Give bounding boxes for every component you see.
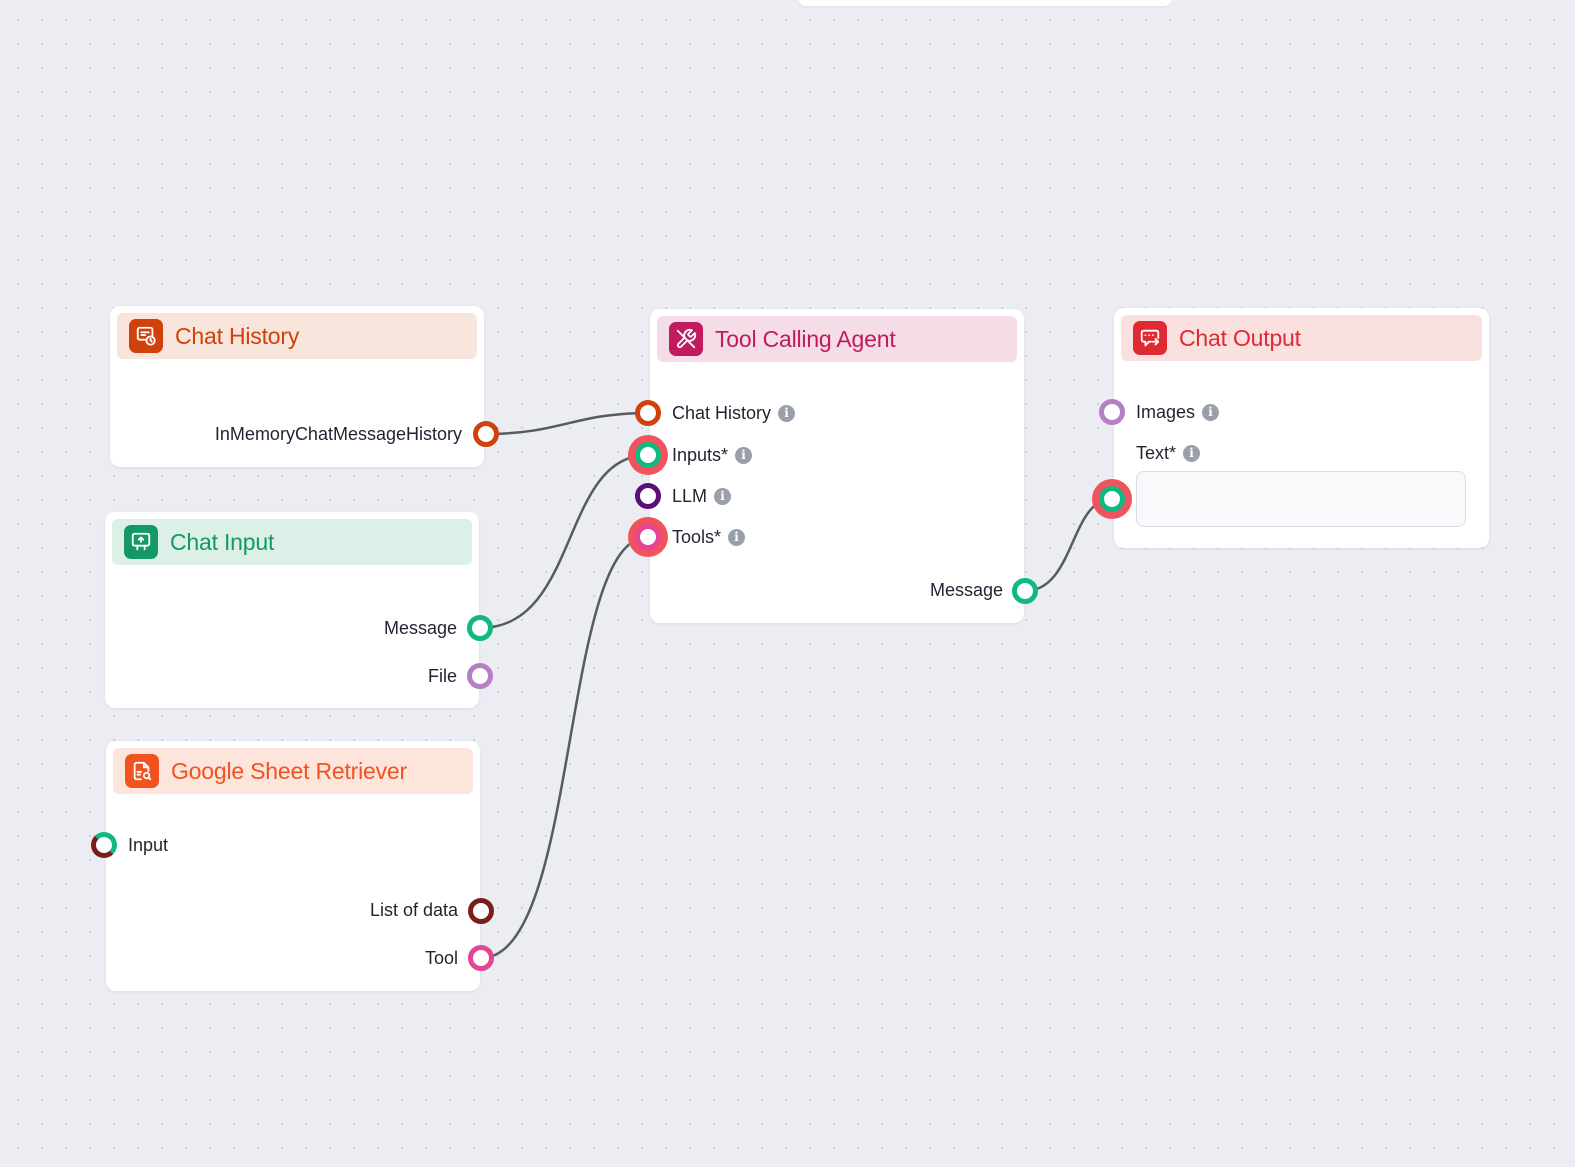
- node-title: Chat Output: [1179, 324, 1301, 351]
- output-label-list-of-data: List of data: [369, 900, 458, 920]
- info-icon[interactable]: i: [1183, 444, 1201, 462]
- edge-input-to-agent[interactable]: [479, 453, 649, 630]
- input-label-tools: Tools*i: [672, 527, 746, 547]
- info-icon[interactable]: i: [1202, 403, 1220, 421]
- node-header[interactable]: Chat Output: [1121, 315, 1482, 361]
- node-chat-input[interactable]: Chat Input: [105, 512, 479, 708]
- handle-sheet-tool[interactable]: [468, 945, 494, 971]
- chat-output-icon: [1133, 321, 1167, 355]
- info-icon[interactable]: i: [778, 404, 796, 422]
- handle-output-images[interactable]: [1099, 399, 1125, 425]
- handle-agent-tools[interactable]: [635, 524, 661, 550]
- edge-agent-to-output[interactable]: [1024, 497, 1113, 593]
- handle-chat-history-output[interactable]: [473, 421, 499, 447]
- edge-tool-to-agent[interactable]: [480, 535, 649, 960]
- chat-input-icon: [124, 525, 158, 559]
- node-title: Chat Input: [170, 528, 275, 555]
- input-label-text: Text*i: [1136, 443, 1201, 463]
- handle-agent-inputs[interactable]: [635, 442, 661, 468]
- node-tool-calling-agent[interactable]: Tool Calling Agent: [650, 309, 1024, 623]
- output-label-inmemory: InMemoryChatMessageHistory: [214, 424, 462, 444]
- handle-chat-input-message[interactable]: [467, 615, 493, 641]
- handle-output-text[interactable]: [1099, 486, 1125, 512]
- handle-sheet-input[interactable]: [91, 832, 117, 858]
- info-icon[interactable]: i: [728, 528, 746, 546]
- sheet-search-icon: [125, 754, 159, 788]
- node-title: Tool Calling Agent: [715, 325, 896, 352]
- info-icon[interactable]: i: [714, 487, 732, 505]
- tools-icon: [669, 322, 703, 356]
- edge-history-to-agent[interactable]: [485, 411, 649, 436]
- chat-history-icon: [129, 319, 163, 353]
- handle-chat-input-file[interactable]: [467, 663, 493, 689]
- handle-agent-chat-history[interactable]: [635, 400, 661, 426]
- info-icon[interactable]: i: [735, 446, 753, 464]
- text-input-field[interactable]: [1136, 471, 1466, 527]
- node-header[interactable]: Google Sheet Retriever: [113, 748, 473, 794]
- node-header[interactable]: Tool Calling Agent: [657, 316, 1017, 362]
- node-header[interactable]: Chat History: [117, 313, 477, 359]
- output-label-message: Message: [383, 618, 457, 638]
- node-chat-history[interactable]: Chat History: [110, 306, 484, 467]
- input-label-inputs: Inputs*i: [672, 445, 753, 465]
- handle-agent-llm[interactable]: [635, 483, 661, 509]
- input-label-input: Input: [128, 835, 169, 855]
- output-label-tool: Tool: [424, 948, 458, 968]
- node-header[interactable]: Chat Input: [112, 519, 472, 565]
- output-label-message: Message: [929, 580, 1003, 600]
- handle-agent-message[interactable]: [1012, 578, 1038, 604]
- output-label-file: File: [427, 666, 457, 686]
- offscreen-node-stub: [798, 0, 1172, 6]
- node-google-sheet-retriever[interactable]: Google Sheet Retriever: [106, 741, 480, 991]
- node-title: Chat History: [175, 322, 300, 349]
- handle-sheet-list-of-data[interactable]: [468, 898, 494, 924]
- node-title: Google Sheet Retriever: [171, 757, 407, 784]
